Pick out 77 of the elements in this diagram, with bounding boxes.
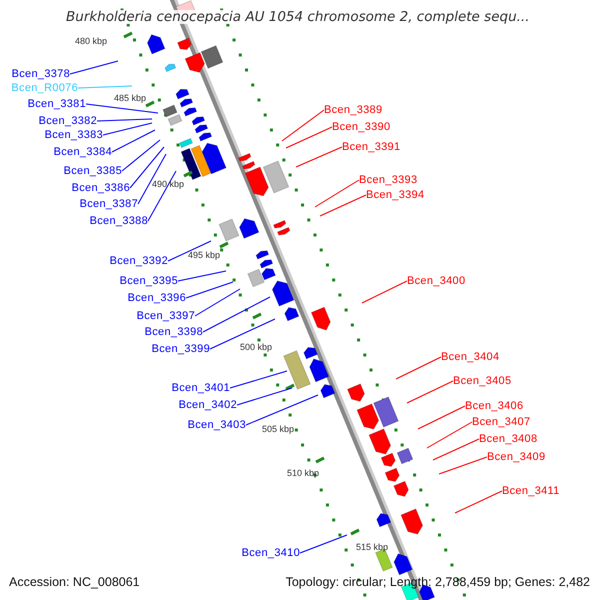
- leader-line: [320, 194, 366, 216]
- leader-line: [112, 130, 156, 152]
- scale-label: 505 kbp: [262, 424, 294, 434]
- scale-label: 490 kbp: [152, 179, 184, 189]
- leader-line: [70, 60, 118, 74]
- leader-line: [194, 288, 240, 316]
- gene-label: Bcen_3382: [38, 114, 97, 128]
- leader-line: [314, 180, 360, 208]
- gene-label: Bcen_3381: [28, 97, 86, 111]
- leader-line: [300, 534, 348, 554]
- gene-label: Bcen_3405: [453, 374, 512, 388]
- leader-line: [210, 318, 276, 350]
- scale-label: 500 kbp: [240, 342, 272, 352]
- gene-label: Bcen_R0076: [11, 81, 78, 95]
- leader-line: [418, 406, 466, 430]
- leader-line: [236, 388, 292, 406]
- leader-line: [396, 356, 442, 380]
- gene-label: Bcen_3388: [90, 214, 148, 228]
- leader-line: [438, 456, 488, 474]
- gene-label: Bcen_3395: [120, 274, 178, 288]
- gene-label: Bcen_3389: [324, 103, 382, 117]
- gene-label: Bcen_3393: [359, 173, 418, 187]
- gene-label: Bcen_3394: [366, 188, 424, 202]
- gene-label: Bcen_3410: [242, 546, 300, 560]
- leader-line: [178, 270, 226, 282]
- leader-line: [122, 140, 160, 172]
- leader-line: [78, 86, 132, 88]
- leader-line: [296, 146, 342, 168]
- scale-label: 495 kbp: [188, 250, 220, 260]
- leader-line: [282, 110, 324, 142]
- gene-label: Bcen_3402: [178, 398, 237, 412]
- leader-line: [96, 118, 152, 122]
- scale-label: 510 kbp: [287, 468, 320, 478]
- leader-line: [406, 380, 454, 404]
- gene-label: Bcen_3403: [188, 418, 246, 432]
- leader-line: [86, 104, 158, 114]
- leader-line: [130, 146, 164, 188]
- leader-line: [168, 240, 212, 262]
- scale-label: 515 kbp: [356, 542, 388, 552]
- leader-line: [454, 490, 502, 514]
- leader-line: [230, 370, 288, 388]
- accession-text: Accession: NC_008061: [9, 575, 140, 589]
- leader-line: [102, 122, 152, 136]
- gene-label: Bcen_3378: [12, 67, 70, 81]
- gene-label: Bcen_3385: [64, 164, 122, 178]
- leader-line: [426, 422, 472, 448]
- gene-label: Bcen_3386: [72, 181, 130, 195]
- gene-label: Bcen_3401: [172, 381, 230, 395]
- leader-line: [362, 280, 408, 304]
- gene-label: Bcen_3411: [502, 484, 560, 498]
- leader-line: [286, 126, 332, 148]
- gene-label: Bcen_3383: [44, 128, 103, 142]
- leader-line: [186, 282, 234, 298]
- scale-label: 485 kbp: [114, 93, 146, 103]
- leader-line: [148, 170, 176, 222]
- gene-label: Bcen_3397: [136, 309, 195, 323]
- gene-label: Bcen_3400: [407, 274, 466, 288]
- title: Burkholderia cenocepacia AU 1054 chromosome 2, complete sequ...: [66, 10, 530, 24]
- leader-line: [432, 438, 480, 460]
- gene-label: Bcen_3392: [110, 254, 168, 268]
- scale-label: 480 kbp: [75, 36, 108, 46]
- gene-label: Bcen_3384: [54, 145, 112, 159]
- gene-label: Bcen_3390: [332, 120, 390, 134]
- sequence-info-text: Topology: circular; Length: 2,788,459 bp; Genes: 2,482: [286, 575, 590, 589]
- leader-line: [246, 394, 318, 426]
- gene-label: Bcen_3404: [441, 350, 500, 364]
- gene-label: Bcen_3399: [152, 342, 210, 356]
- leader-line: [202, 296, 270, 332]
- gene-label: Bcen_3398: [144, 325, 203, 339]
- gene-label: Bcen_3387: [80, 197, 138, 211]
- gene-label: Bcen_3391: [342, 140, 400, 154]
- gene-label: Bcen_3396: [128, 291, 186, 305]
- leader-line: [138, 154, 166, 204]
- gene-label: Bcen_3408: [479, 432, 538, 446]
- gene-label: Bcen_3409: [487, 450, 546, 464]
- gene-label: Bcen_3407: [472, 415, 530, 429]
- gene-label: Bcen_3406: [465, 399, 524, 413]
